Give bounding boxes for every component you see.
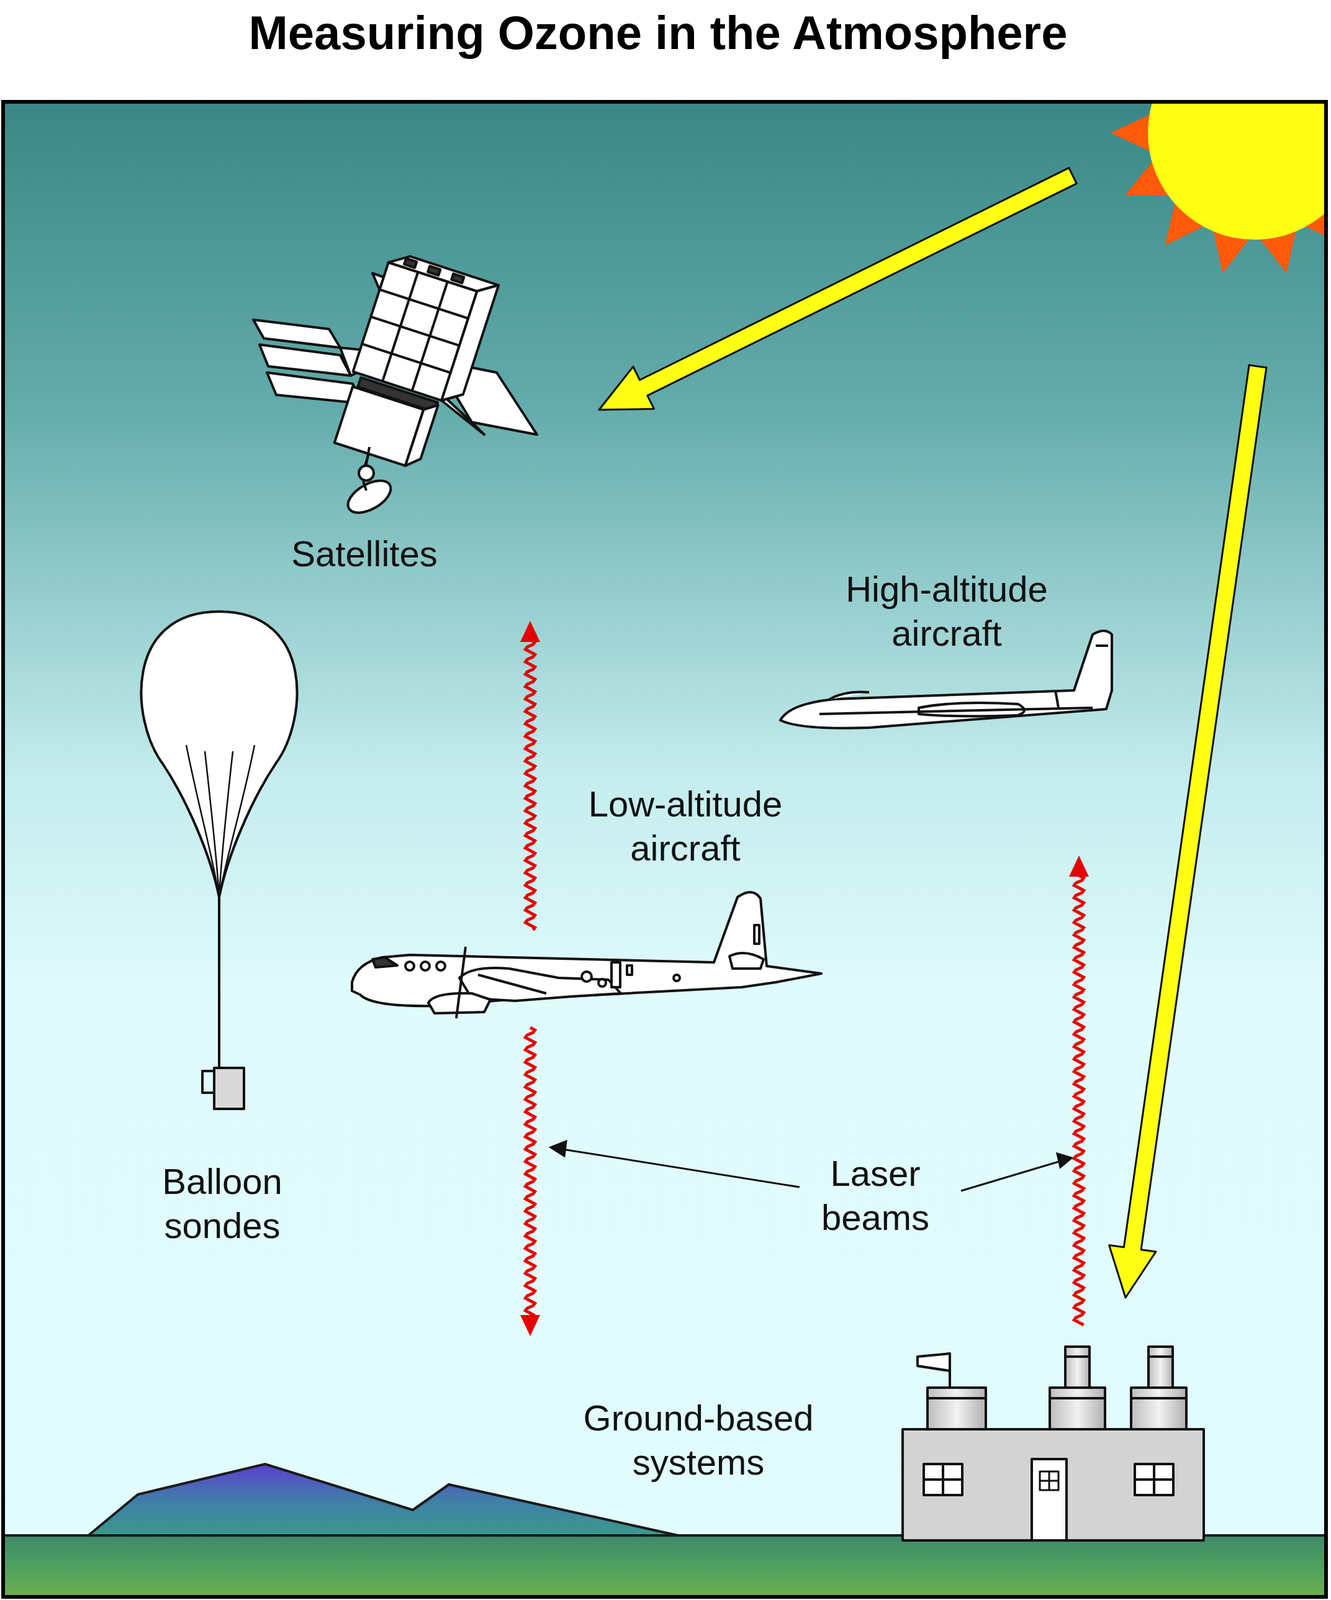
sunlight-arrow	[1109, 365, 1267, 1298]
balloon-sonde	[140, 611, 297, 1109]
laser-arrowhead	[1069, 855, 1089, 877]
laser-arrowhead	[520, 620, 541, 642]
ground	[3, 1535, 1327, 1597]
high-altitude-label: High-altitude aircraft	[797, 567, 1096, 656]
low-altitude-label: Low-altitude aircraft	[548, 782, 822, 871]
title: Measuring Ozone in the Atmosphere	[248, 5, 1068, 60]
laser-beam	[1073, 875, 1084, 1325]
satellites-label: Satellites	[234, 532, 495, 577]
low-altitude-aircraft	[351, 892, 822, 1019]
leader-lines	[550, 1141, 1072, 1191]
laser-beam	[525, 1027, 535, 1316]
laser-label: Laser beams	[803, 1151, 947, 1240]
sun-rays	[1110, 101, 1327, 274]
balloon-label: Balloon sondes	[129, 1159, 316, 1248]
sun	[1147, 101, 1327, 240]
ground-label: Ground-based systems	[558, 1396, 839, 1485]
frame	[3, 101, 1327, 1597]
laser-arrowhead	[520, 1314, 541, 1336]
ground-station	[902, 1346, 1204, 1541]
sky	[3, 101, 1327, 1597]
mountains	[86, 1463, 684, 1537]
sunlight-arrow	[599, 167, 1077, 410]
laser-beam	[525, 639, 535, 930]
sunlight-arrows	[599, 167, 1267, 1298]
satellite	[253, 250, 537, 520]
